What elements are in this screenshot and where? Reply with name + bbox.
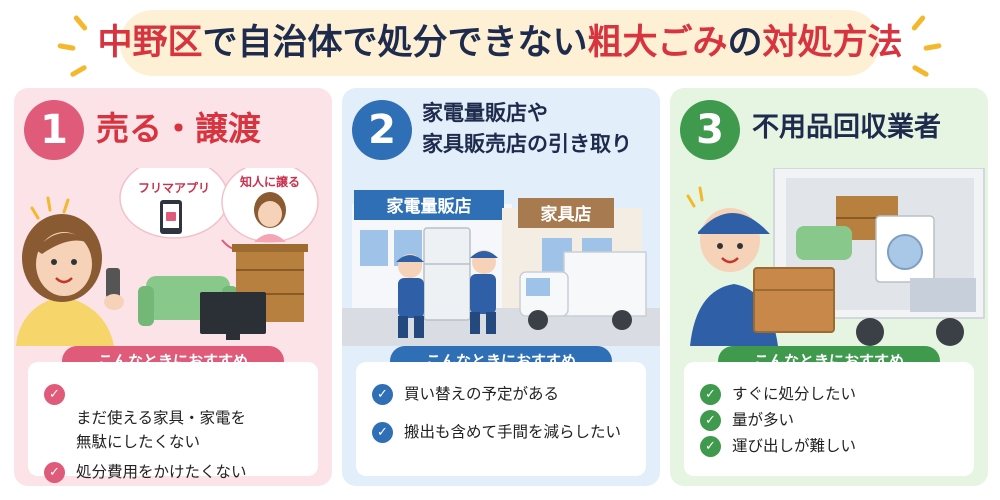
svg-text:家電量販店: 家電量販店 xyxy=(387,196,472,217)
recommend-text: まだ使える家具・家電を 無駄にしたくない xyxy=(76,409,247,451)
recommend-text: 買い替えの予定がある xyxy=(404,385,560,403)
title-particle: の xyxy=(727,23,763,63)
card-number-badge: 1 xyxy=(24,100,84,160)
recommend-item: ✓ 買い替えの予定がある xyxy=(372,382,646,406)
recommend-item: ✓ 搬出も含めて手間を減らしたい xyxy=(372,420,646,444)
check-icon: ✓ xyxy=(700,410,721,431)
recommend-box: ✓ 買い替えの予定がある ✓ 搬出も含めて手間を減らしたい xyxy=(356,362,646,476)
card-number-badge: 3 xyxy=(680,100,740,160)
delivery-worker-right xyxy=(470,250,498,334)
recommend-text: 運び出しが難しい xyxy=(732,437,857,455)
recommend-item: ✓ 処分費用をかけたくない xyxy=(44,460,318,484)
title-middle: で自治体で処分できない xyxy=(202,23,588,63)
recommend-item: ✓ すぐに処分したい xyxy=(700,382,974,406)
acquaintance-bubble: 知人に譲る xyxy=(221,168,319,243)
recommend-box: ✓ まだ使える家具・家電を 無駄にしたくない ✓ 処分費用をかけたくない xyxy=(28,362,318,483)
option-card-collection-service: 3 不用品回収業者 xyxy=(670,88,988,486)
svg-text:フリマアプリ: フリマアプリ xyxy=(138,180,210,195)
recommend-item: ✓ 量が多い xyxy=(700,408,974,432)
recommend-box: ✓ すぐに処分したい ✓ 量が多い ✓ 運び出しが難しい xyxy=(684,362,974,476)
svg-text:知人に譲る: 知人に譲る xyxy=(239,174,300,189)
attention-lines-icon xyxy=(686,186,704,208)
title-method: 対処方法 xyxy=(762,23,903,63)
flea-market-bubble: フリマアプリ xyxy=(119,168,229,239)
collection-illustration xyxy=(686,168,985,346)
cardboard-box-item xyxy=(753,267,835,333)
card-number-badge: 2 xyxy=(352,100,412,160)
recommend-text: すぐに処分したい xyxy=(732,385,857,403)
title-area: 中野区 xyxy=(97,23,203,63)
woman-figure xyxy=(16,214,124,346)
card-heading-line2: 家具販売店の引き取り xyxy=(422,132,632,156)
recommend-item: ✓ 運び出しが難しい xyxy=(700,434,974,458)
check-icon: ✓ xyxy=(372,384,393,405)
card-heading: 売る・譲渡 xyxy=(96,109,261,148)
delivery-worker-left xyxy=(396,254,424,338)
title-banner xyxy=(120,10,880,76)
recommend-item: ✓ まだ使える家具・家電を 無駄にしたくない xyxy=(44,382,318,454)
recommend-text: 処分費用をかけたくない xyxy=(76,463,247,481)
cargo-sofa xyxy=(796,226,852,260)
check-icon: ✓ xyxy=(372,422,393,443)
store-pickup-illustration: 家電量販店 家具店 xyxy=(342,190,660,346)
check-icon: ✓ xyxy=(44,384,65,405)
option-card-store-pickup: 2 家電量販店や 家具販売店の引き取り 家電量販店 家具店 xyxy=(342,88,660,486)
option-card-sell: 1 売る・譲渡 フリマアプリ 知人に譲る xyxy=(14,88,332,486)
check-icon: ✓ xyxy=(700,436,721,457)
attention-lines-icon xyxy=(30,196,70,220)
refrigerator-item xyxy=(423,227,471,321)
check-icon: ✓ xyxy=(700,384,721,405)
recommend-text: 搬出も含めて手間を減らしたい xyxy=(404,423,622,441)
page-title: 中野区で自治体で処分できない粗大ごみの対処方法 xyxy=(0,18,1000,68)
card-heading: 不用品回収業者 xyxy=(752,112,941,143)
sell-illustration: フリマアプリ 知人に譲る xyxy=(16,168,319,346)
recommend-text: 量が多い xyxy=(732,411,795,429)
tv-item xyxy=(200,292,266,340)
card-heading: 家電量販店や 家具販売店の引き取り xyxy=(422,98,632,160)
washing-machine-item xyxy=(875,215,935,283)
check-icon: ✓ xyxy=(44,462,65,483)
delivery-truck xyxy=(519,251,647,330)
svg-text:家具店: 家具店 xyxy=(541,204,592,225)
title-item: 粗大ごみ xyxy=(587,23,728,63)
card-heading-line1: 家電量販店や xyxy=(422,101,548,125)
